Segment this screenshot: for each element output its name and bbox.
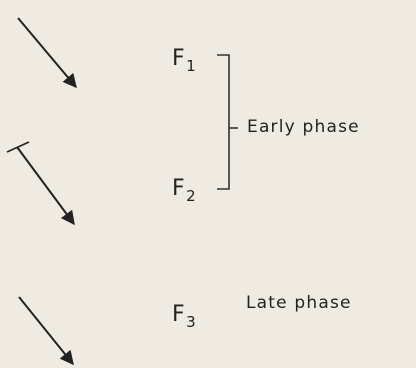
arrow-3 [18, 296, 74, 366]
early-phase-label: Early phase [247, 117, 360, 137]
arrow-2 [6, 141, 75, 226]
factor-label-f1: F1 [172, 46, 197, 75]
factor-label-f3: F3 [172, 302, 197, 331]
early-phase-bracket [217, 54, 238, 190]
late-phase-label: Late phase [246, 293, 352, 313]
factor-label-f2: F2 [172, 176, 197, 205]
arrow-1 [17, 17, 77, 89]
